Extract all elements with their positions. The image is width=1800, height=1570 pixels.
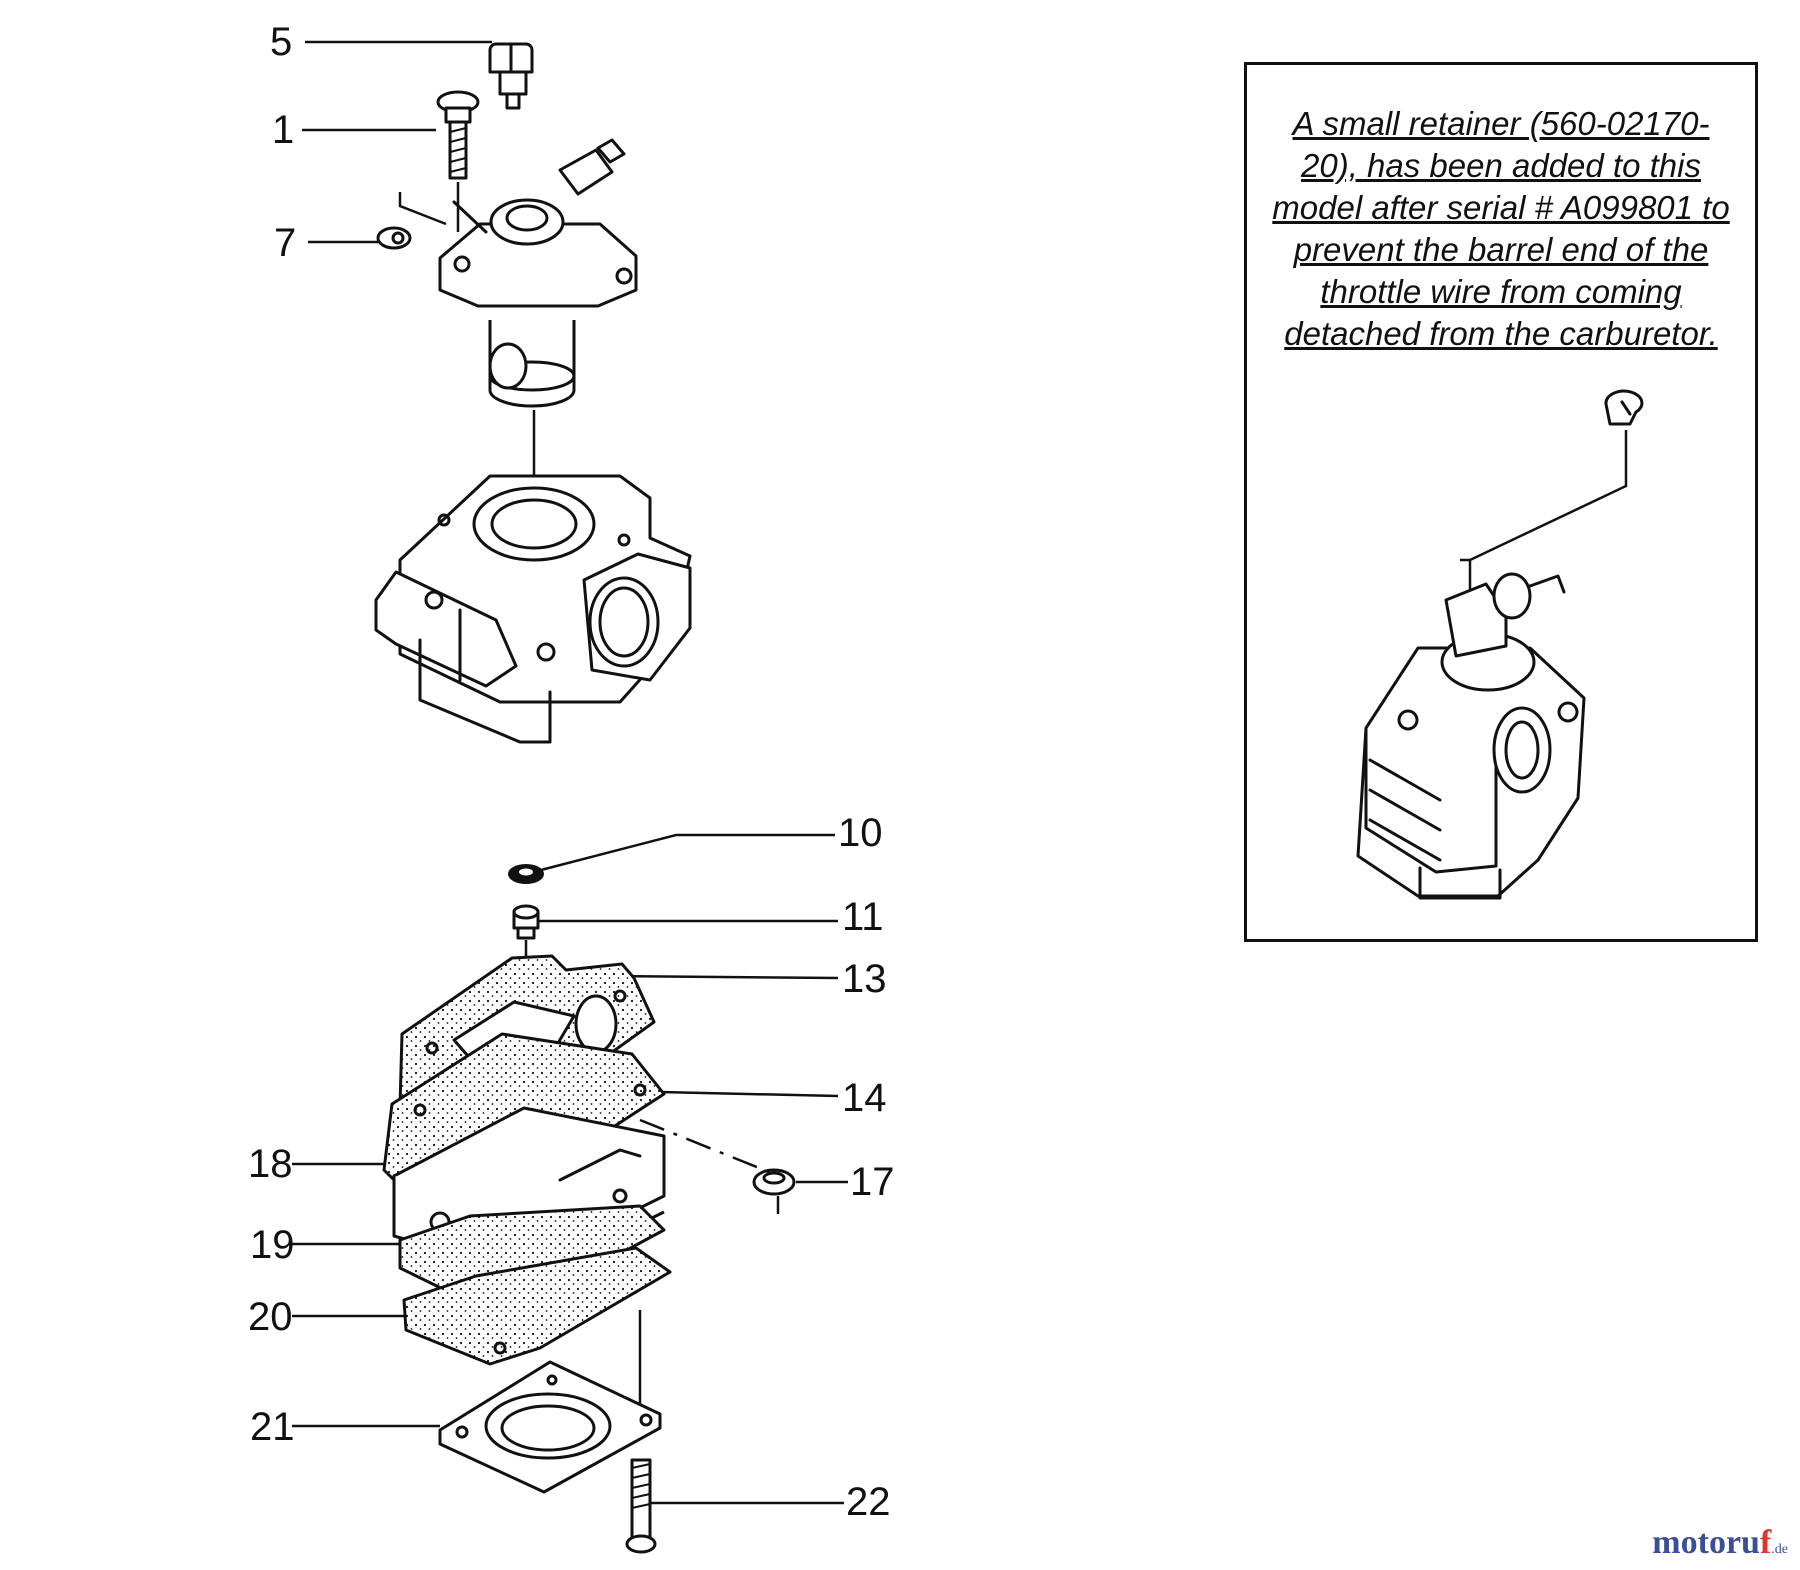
gasket-20 [402, 1246, 672, 1366]
callout-11: 11 [842, 895, 884, 939]
leader-lines [292, 40, 848, 1505]
callout-5: 5 [270, 20, 292, 64]
watermark-accent: f [1759, 1524, 1772, 1561]
service-note-text: A small retainer (560-02170-20), has bee… [1272, 105, 1730, 352]
cap-17 [752, 1168, 796, 1196]
callout-14: 14 [842, 1076, 887, 1120]
adjust-screw-5 [488, 42, 534, 110]
service-note-box: A small retainer (560-02170-20), has bee… [1244, 62, 1758, 942]
callout-7: 7 [274, 221, 296, 265]
watermark-tld: .de [1771, 1542, 1788, 1557]
carburetor-body [374, 474, 692, 744]
retainer-clip-7 [376, 226, 412, 250]
callout-10: 10 [838, 811, 883, 855]
callout-1: 1 [272, 108, 294, 152]
throttle-valve-assembly [438, 138, 638, 408]
inset-carburetor-illustration [1356, 389, 1644, 900]
callout-21: 21 [250, 1405, 295, 1449]
callout-18: 18 [248, 1142, 293, 1186]
watermark-logo: motoruf.de [1652, 1524, 1788, 1562]
mounting-screw-1 [436, 90, 480, 180]
callout-labels: 5 1 7 10 11 13 14 17 18 19 20 21 22 [248, 20, 895, 1524]
cover-screw-22 [625, 1458, 657, 1554]
callout-19: 19 [250, 1223, 295, 1267]
pump-cover-21 [438, 1360, 662, 1494]
callout-22: 22 [846, 1480, 891, 1524]
callout-20: 20 [248, 1295, 293, 1339]
callout-17: 17 [850, 1160, 895, 1204]
callout-13: 13 [842, 957, 887, 1001]
plug-11 [512, 904, 540, 940]
washer-10 [508, 864, 544, 884]
watermark-brand: motoru [1652, 1524, 1760, 1561]
retainer-clip-icon [1604, 389, 1644, 426]
